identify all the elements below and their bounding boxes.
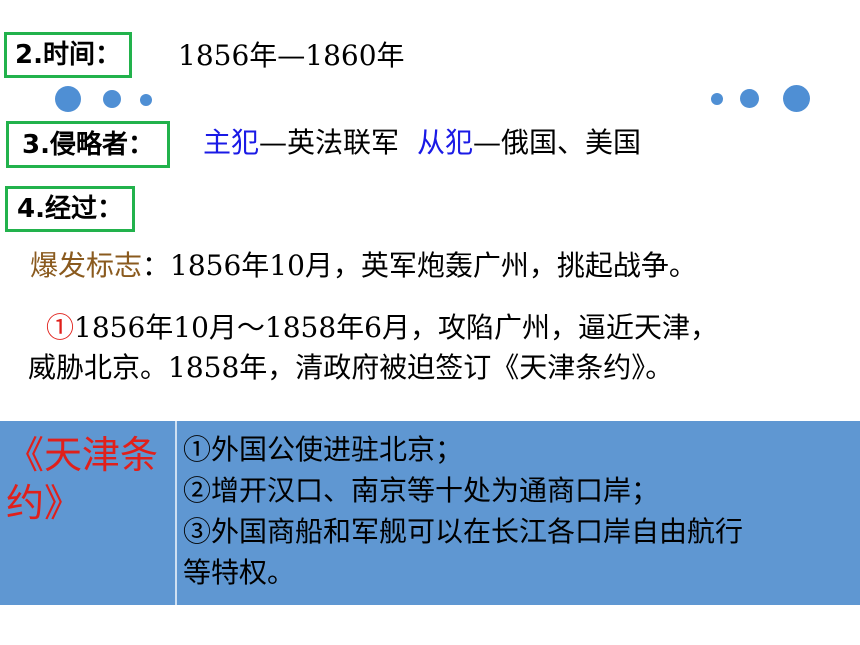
outbreak-text: ：1856年10月，英军炮轰广州，挑起战争。 — [142, 249, 697, 282]
outbreak-label: 爆发标志 — [30, 249, 143, 282]
process-label: 4.经过： — [17, 194, 123, 224]
principal-value: —英法联军 — [259, 126, 400, 159]
aggressors-label: 3.侵略者： — [22, 129, 154, 160]
decorative-dot — [740, 89, 759, 108]
treaty-term: 等特权。 — [183, 556, 296, 589]
treaty-term: ③外国商船和军舰可以在长江各口岸自由航行 — [183, 515, 744, 548]
decorative-dot — [783, 85, 810, 112]
decorative-dot — [103, 90, 121, 108]
time-label-box: 2.时间： — [4, 32, 132, 78]
accomplice-label: 从犯 — [417, 126, 474, 159]
process-label-box: 4.经过： — [5, 186, 135, 232]
time-label: 2.时间： — [15, 40, 121, 70]
stage1-text-1: 1856年10月～1858年6月，攻陷广州，逼近天津， — [74, 311, 718, 344]
time-value: 1856年—1860年 — [178, 39, 405, 72]
stage1-line2: 威胁北京。1858年，清政府被迫签订《天津条约》。 — [28, 351, 674, 384]
outbreak-line: 爆发标志：1856年10月，英军炮轰广州，挑起战争。 — [30, 252, 697, 280]
aggressors-line: 主犯—英法联军从犯—俄国、美国 — [203, 129, 641, 157]
aggressors-label-box: 3.侵略者： — [6, 121, 170, 168]
treaty-terms: ①外国公使进驻北京； ②增开汉口、南京等十处为通商口岸； ③外国商船和军舰可以在… — [183, 429, 855, 593]
treaty-name: 《天津条约》 — [6, 433, 159, 525]
decorative-dot — [711, 93, 723, 105]
treaty-term: ②增开汉口、南京等十处为通商口岸； — [183, 474, 660, 507]
treaty-table: 《天津条约》 ①外国公使进驻北京； ②增开汉口、南京等十处为通商口岸； ③外国商… — [0, 421, 860, 605]
decorative-dot — [55, 86, 81, 112]
table-divider — [175, 421, 177, 605]
stage1-line1: ①1856年10月～1858年6月，攻陷广州，逼近天津， — [46, 314, 718, 342]
treaty-term: ①外国公使进驻北京； — [183, 433, 464, 466]
accomplice-value: —俄国、美国 — [473, 126, 642, 159]
stage1-marker: ① — [46, 311, 75, 344]
decorative-dot — [140, 94, 152, 106]
principal-label: 主犯 — [203, 126, 260, 159]
